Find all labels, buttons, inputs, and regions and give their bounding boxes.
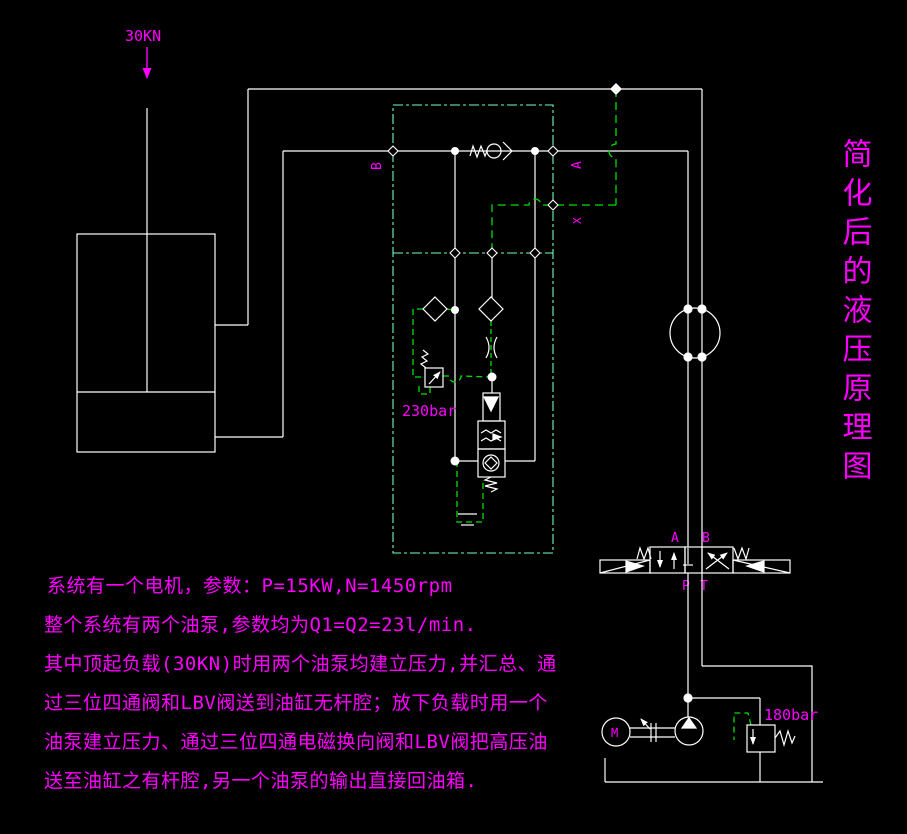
junction-dot [683, 352, 693, 362]
filter1-icon [422, 296, 448, 322]
valve230-arrow [428, 371, 441, 385]
dv-left-solenoid [599, 559, 651, 574]
junction-dot [451, 306, 459, 314]
dv-left-position [649, 546, 686, 574]
junction-dot [697, 352, 707, 362]
motor-circle [601, 717, 631, 747]
junction-markers [387, 83, 622, 466]
dv-left-solenoid-diag [599, 559, 651, 574]
directional-valve-4-3 [599, 546, 791, 574]
lbv-counterbalance-valve [455, 377, 535, 526]
t-return-line [702, 665, 813, 782]
manifold-port-b-label: B [370, 162, 385, 170]
drawing-title-vertical: 简化后的液压原理图 [836, 138, 872, 489]
pilot-filter-orifice [478, 253, 504, 359]
note-line-5: 油泵建立压力、通过三位四通电磁换向阀和LBV阀把高压油 [44, 731, 548, 753]
load-force-label: 30KN [125, 27, 161, 45]
pilot-pressure-label: 230bar [402, 402, 456, 420]
junction-circle [669, 304, 721, 362]
filter2-icon [478, 296, 504, 322]
shaft-arrow [640, 718, 651, 730]
manifold-enclosure [392, 104, 554, 554]
lbv-throttle-wave1 [480, 429, 502, 434]
valve230-drain-loop [418, 384, 431, 395]
power-unit [601, 573, 823, 783]
lbv-spring [483, 476, 499, 493]
crossing-diamond [547, 145, 559, 157]
junction-dot [487, 372, 497, 382]
note-line-6: 送至油缸之有杆腔,另一个油泵的输出直接回油箱. [44, 770, 478, 792]
lbv-pilot-triangle [483, 396, 499, 413]
dv-cross-arrow-2 [707, 552, 730, 570]
valve230-supply [412, 308, 425, 378]
crossing-diamond [529, 247, 541, 259]
check-spring [469, 144, 488, 159]
valve230-out [443, 375, 490, 383]
valve230-spring [419, 349, 430, 369]
junction-dot [697, 304, 707, 314]
note-line-2: 整个系统有两个油泵,参数均为Q1=Q2=23l/min. [44, 614, 477, 636]
crossing-diamond [547, 199, 559, 211]
note-line-3: 其中顶起负载(30KN)时用两个油泵均建立压力,并汇总、通 [44, 653, 557, 675]
motor-letter: M [611, 726, 618, 740]
crossing-diamond [486, 247, 498, 259]
dv-port-b-label: B [702, 531, 710, 546]
dv-right-solenoid-arrow [745, 560, 765, 573]
main-pressure-lines [248, 88, 703, 547]
junction-dot [531, 147, 539, 155]
load-cylinder [76, 89, 284, 453]
pilot-tap-line [608, 89, 617, 205]
lbv-throttle-wave2 [480, 437, 502, 442]
relief180-pilot [733, 712, 752, 740]
check-seat [502, 141, 513, 161]
load-force-arrow: 30KN [125, 27, 161, 79]
manifold-port-a-label: A [570, 161, 585, 169]
orifice-left-arc [485, 336, 490, 359]
pilot-cross-line [491, 198, 616, 253]
relief180-spring [774, 728, 796, 748]
lbv-drain-line [456, 461, 484, 523]
junction-dot [683, 304, 693, 314]
pump-triangle [680, 716, 698, 729]
crossing-diamond [449, 247, 461, 259]
dv-left-solenoid-arrow [625, 560, 645, 573]
dv-port-a-label: A [671, 531, 679, 546]
lbv-check-box [477, 448, 506, 478]
p-junction-dot [683, 693, 693, 703]
dv-port-t-label: T [700, 579, 708, 594]
pilot-lines [412, 89, 752, 740]
cylinder-body [76, 233, 216, 453]
lbv-throttle-box [477, 420, 506, 450]
crossing-diamond [387, 145, 399, 157]
pilot-check-valve [469, 141, 513, 161]
relief180-body [746, 724, 776, 753]
pressure-valve-230bar [419, 296, 448, 388]
pilot-tap-junction [610, 83, 622, 95]
dv-right-spring [733, 546, 750, 561]
main-relief-label: 180bar [764, 706, 818, 724]
dv-right-solenoid [732, 559, 791, 574]
junction-dot [450, 456, 460, 466]
junction-dot [451, 147, 459, 155]
orifice-right-arc [493, 336, 498, 359]
note-line-1: 系统有一个电机，参数：P=15KW,N=1450rpm [47, 575, 453, 597]
lbv-throttle-arrow [492, 433, 503, 441]
check-ball [486, 143, 502, 159]
junction-circle-outline [669, 307, 721, 359]
enclosure-outline [392, 104, 554, 554]
dv-left-spring [636, 546, 652, 561]
dv-port-p-label: P [682, 579, 690, 594]
lbv-check-circle [482, 454, 500, 472]
note-line-4: 过三位四通阀和LBV阀送到油缸无杆腔；放下负载时用一个 [44, 692, 548, 714]
dv-cross-arrow-1 [705, 552, 728, 570]
manifold-port-x-label: X [571, 217, 584, 224]
valve230-body [424, 367, 444, 388]
lbv-check-diamond [484, 456, 498, 470]
